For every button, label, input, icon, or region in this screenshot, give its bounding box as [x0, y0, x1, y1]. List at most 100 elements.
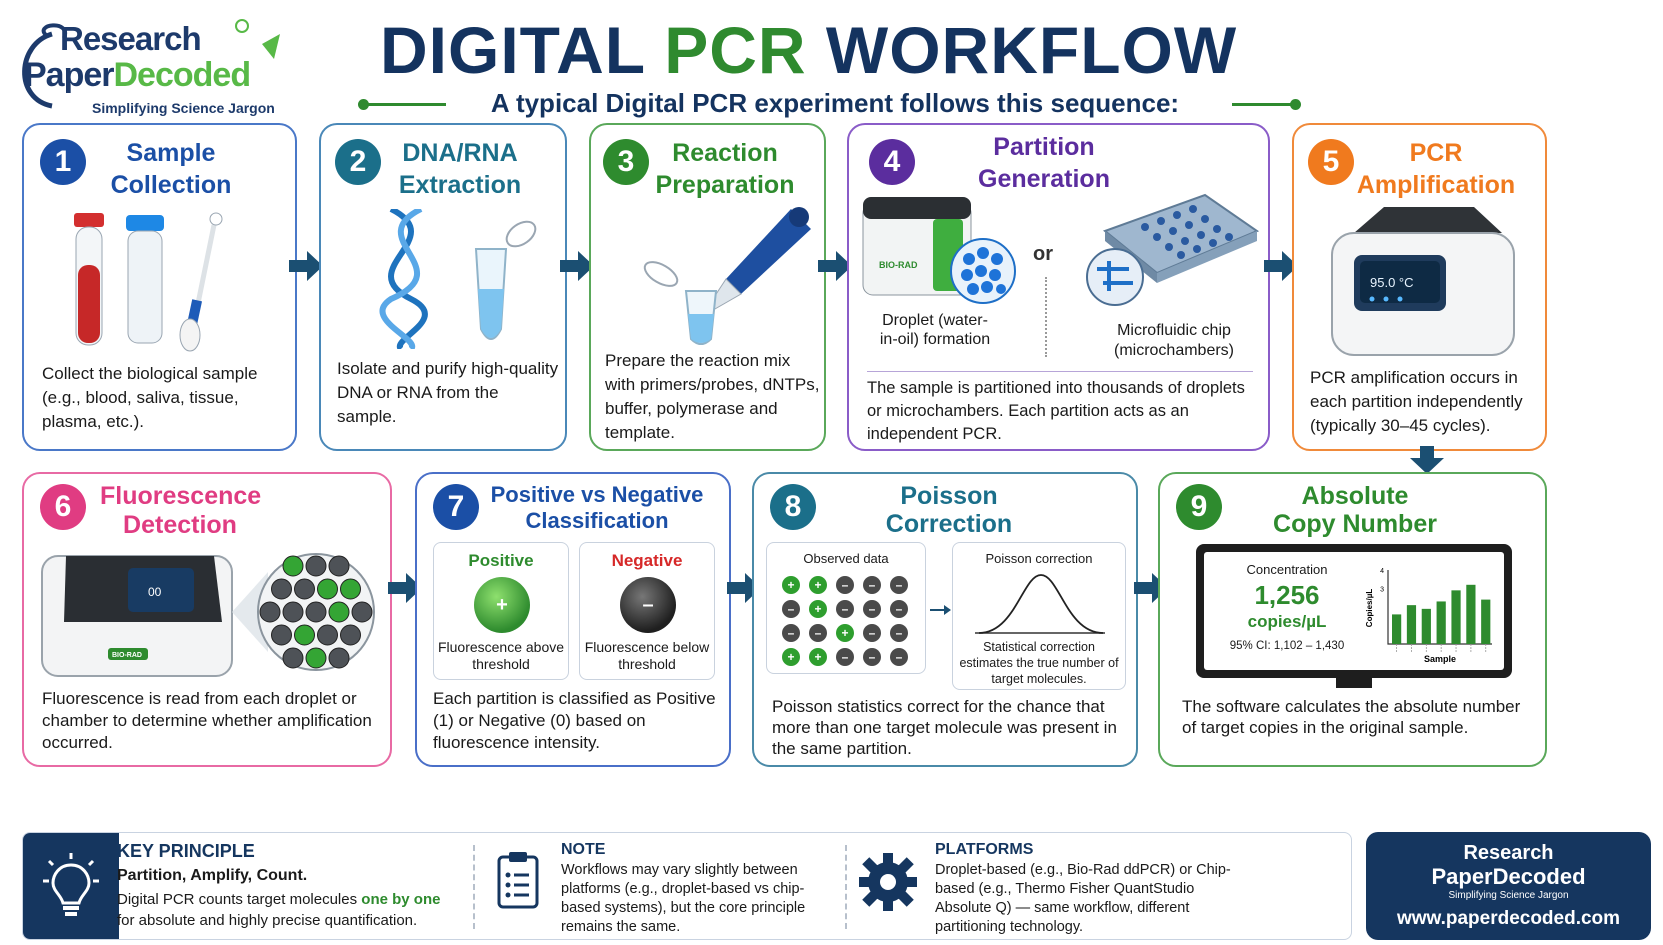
positive-panel: Positive + Fluorescence above threshold [433, 542, 569, 680]
positive-dot [782, 648, 800, 666]
chart-xlabel: Sample [1424, 654, 1456, 664]
positive-dot [809, 648, 827, 666]
step-3-number: 3 [603, 139, 649, 185]
negative-dot [890, 600, 908, 618]
dot-sign: – [842, 650, 849, 664]
dot-sign: + [787, 578, 794, 592]
dot-sign: – [896, 602, 903, 616]
dot-sign: + [814, 602, 821, 616]
step-6-title: Fluorescence Detection [100, 482, 262, 539]
step-8-number: 8 [770, 484, 816, 530]
dot-sign: – [842, 602, 849, 616]
step-6-desc: Fluorescence is read from each droplet o… [42, 689, 372, 752]
negative-panel: Negative – Fluorescence below threshold [579, 542, 715, 680]
dark-droplet [340, 624, 361, 646]
page-title: DIGITAL PCR WORKFLOW [380, 13, 1238, 87]
arrow-right-icon [1264, 251, 1298, 281]
step-9-title: Absolute Copy Number [1273, 482, 1437, 538]
step-5-number: 5 [1308, 139, 1354, 185]
step-5-card: 5 PCR Amplification 95.0 °C PCR amplific… [1292, 123, 1547, 451]
step-6-number: 6 [40, 484, 86, 530]
thermocycler-display: 95.0 °C [1370, 275, 1414, 290]
negative-dot [836, 600, 854, 618]
brand-url[interactable]: www.paperdecoded.com [1396, 908, 1621, 929]
dark-droplet [259, 601, 281, 623]
dot-sign: – [788, 602, 795, 616]
page-subtitle: A typical Digital PCR experiment follows… [490, 88, 1180, 118]
poisson-panel: Poisson correction Statistical correctio… [952, 542, 1126, 690]
negative-label: Negative [611, 551, 683, 570]
chart-ytick: 3 [1380, 587, 1384, 594]
chart-bar [1466, 584, 1476, 644]
step-7-card: 7 Positive vs Negative Classification Po… [415, 472, 731, 767]
observed-panel: Observed data ++––––+–––––+––++––– [766, 542, 926, 674]
dark-droplet [317, 624, 338, 646]
chart-bar [1481, 599, 1491, 644]
dark-droplet [271, 578, 292, 600]
note-text: Workflows may vary slightly between plat… [561, 862, 806, 935]
positive-circle-icon: + [474, 577, 530, 633]
dark-droplet [328, 647, 350, 669]
key-principle-subtitle: Partition, Amplify, Count. [117, 867, 308, 884]
chart-bar [1421, 608, 1431, 644]
dot-sign: – [869, 578, 876, 592]
logo-line2: PaperDecoded [24, 56, 251, 94]
step-4-desc: The sample is partitioned into thousands… [867, 379, 1245, 443]
subtitle-dot-left [358, 99, 369, 110]
step-6-card: 6 Fluorescence Detection 00 BIO-RAD Fluo… [22, 472, 392, 767]
negative-dot [863, 648, 881, 666]
step-7-title: Positive vs Negative Classification [490, 482, 704, 533]
positive-label: Positive [468, 551, 534, 570]
negative-dot [863, 600, 881, 618]
fluorescent-droplet [282, 555, 304, 577]
brand-line1: Research [1463, 842, 1554, 864]
positive-dot [782, 576, 800, 594]
negative-dot [809, 624, 827, 642]
fluorescence-reader-icon: 00 BIO-RAD [41, 553, 375, 677]
gear-icon [859, 853, 917, 911]
small-arrow-icon [930, 605, 951, 615]
positive-dot [836, 624, 854, 642]
negative-dot [782, 624, 800, 642]
lightbulb-icon [43, 853, 99, 916]
dot-sign: – [869, 650, 876, 664]
droplet-label: Droplet (water-in-oil) formation [879, 312, 991, 348]
dot-sign: – [869, 602, 876, 616]
conc-label: Concentration [1246, 562, 1328, 577]
chart-ylabel: Copies/µL [1365, 589, 1374, 628]
step-3-desc: Prepare the reaction mix with primers/pr… [605, 351, 820, 442]
dot-sign: – [896, 578, 903, 592]
step-3-title: Reaction Preparation [655, 139, 795, 199]
brand-box: Research PaperDecoded Simplifying Scienc… [1366, 832, 1651, 940]
step-5-desc: PCR amplification occurs in each partiti… [1310, 368, 1523, 435]
negative-dot [863, 624, 881, 642]
step-2-card: 2 DNA/RNA Extraction Isolate and purify … [319, 123, 567, 451]
negative-dot [890, 576, 908, 594]
conc-value: 1,256 [1254, 580, 1320, 610]
dark-droplet [294, 578, 315, 600]
platforms-title: PLATFORMS [935, 841, 1034, 858]
logo-tagline: Simplifying Science Jargon [92, 100, 275, 116]
sample-tubes-icon [74, 212, 223, 352]
subtitle-line-left [366, 103, 446, 106]
step-4-divider [867, 371, 1253, 372]
key-principle-icon-box [23, 833, 119, 939]
chart-bar [1436, 601, 1446, 644]
dark-droplet [351, 601, 373, 623]
positive-desc: Fluorescence above threshold [437, 639, 565, 672]
dot-sign: – [869, 626, 876, 640]
note-title: NOTE [561, 841, 606, 858]
step-1-number: 1 [40, 139, 86, 185]
negative-circle-icon: – [620, 577, 676, 633]
thermocycler-icon: 95.0 °C [1331, 207, 1515, 356]
logo: Research PaperDecoded Simplifying Scienc… [12, 8, 312, 120]
dot-sign: – [788, 626, 795, 640]
fluorescent-droplet [328, 601, 350, 623]
negative-dot [836, 648, 854, 666]
arrow-right-icon [560, 251, 594, 281]
dot-sign: + [841, 626, 848, 640]
dot-sign: + [814, 578, 821, 592]
fluorescent-droplet [305, 647, 327, 669]
step-1-desc: Collect the biological sample (e.g., blo… [42, 364, 258, 431]
step-8-title: Poisson Correction [885, 482, 1013, 538]
